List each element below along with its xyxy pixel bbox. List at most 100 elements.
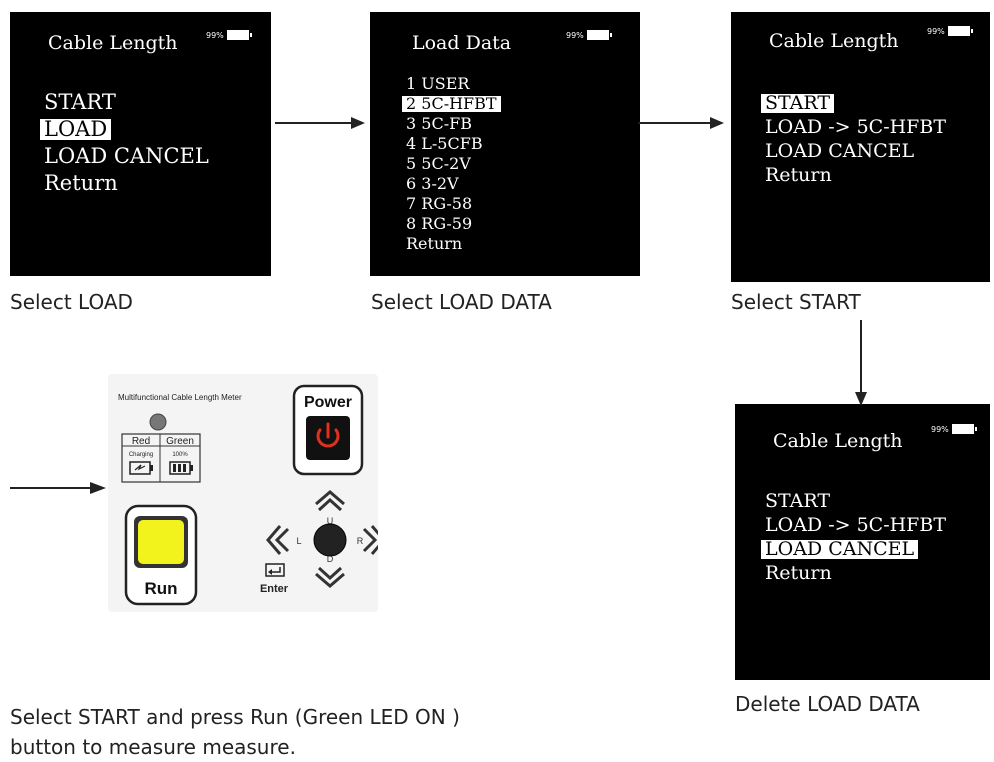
device-panel: Multifunctional Cable Length Meter Red G…: [108, 374, 378, 612]
menu-item-label: 5 5C-2V: [406, 154, 471, 173]
menu-item[interactable]: Return: [406, 236, 501, 256]
enter-label: Enter: [260, 583, 289, 595]
caption-select-start: Select START: [731, 290, 861, 314]
device-header: Multifunctional Cable Length Meter: [118, 393, 242, 402]
menu-item-label: Return: [765, 164, 832, 186]
screen-title: Cable Length: [48, 32, 178, 54]
battery-indicator: 99%: [206, 30, 252, 40]
battery-percent: 99%: [931, 424, 949, 434]
menu-item[interactable]: 7 RG-58: [406, 196, 501, 216]
battery-indicator: 99%: [566, 30, 612, 40]
battery-icon: [947, 26, 973, 36]
menu-item[interactable]: Return: [765, 166, 950, 190]
menu-item[interactable]: LOAD CANCEL: [761, 540, 950, 564]
menu-item-label: START: [761, 94, 835, 113]
menu-item-label: Return: [406, 234, 463, 253]
left-button[interactable]: L: [266, 525, 302, 555]
battery-icon: [951, 424, 977, 434]
caption-delete-load-data: Delete LOAD DATA: [735, 692, 920, 716]
battery-percent: 99%: [927, 26, 945, 36]
instruction-line-2: button to measure measure.: [10, 735, 296, 759]
screen-title: Cable Length: [769, 30, 899, 52]
menu-item-label: 4 L-5CFB: [406, 134, 483, 153]
down-label: D: [327, 554, 334, 564]
battery-icon: [226, 30, 252, 40]
menu-item-label: LOAD -> 5C-HFBT: [765, 514, 947, 536]
caption-select-load: Select LOAD: [10, 290, 133, 314]
menu-item[interactable]: 8 RG-59: [406, 216, 501, 236]
menu-item[interactable]: LOAD CANCEL: [44, 146, 213, 173]
menu-item[interactable]: 6 3-2V: [406, 176, 501, 196]
battery-icon: [586, 30, 612, 40]
menu-item[interactable]: Return: [765, 564, 950, 588]
menu-item[interactable]: Return: [44, 173, 213, 200]
right-label: R: [357, 536, 364, 546]
charging-battery-icon: [129, 461, 153, 475]
instruction-text: Select START and press Run (Green LED ON…: [10, 702, 460, 762]
menu-item[interactable]: 4 L-5CFB: [406, 136, 501, 156]
screen-title: Cable Length: [773, 430, 903, 452]
menu-item[interactable]: 5 5C-2V: [406, 156, 501, 176]
up-label: U: [327, 516, 334, 526]
menu-item-label: LOAD CANCEL: [44, 144, 209, 168]
menu-item[interactable]: 2 5C-HFBT: [402, 96, 501, 116]
power-icon: [316, 422, 340, 448]
menu-item[interactable]: LOAD -> 5C-HFBT: [765, 516, 950, 540]
menu-item[interactable]: START: [44, 92, 213, 119]
up-button[interactable]: U: [315, 490, 345, 526]
enter-button[interactable]: [313, 523, 347, 557]
down-button[interactable]: D: [315, 554, 345, 588]
battery-indicator: 99%: [927, 26, 973, 36]
status-led: [149, 413, 167, 431]
menu-item-label: 3 5C-FB: [406, 114, 472, 133]
menu-item[interactable]: 3 5C-FB: [406, 116, 501, 136]
menu-item[interactable]: START: [765, 492, 950, 516]
menu-item-label: START: [44, 90, 116, 114]
power-button[interactable]: Power: [292, 384, 364, 476]
full-label: 100%: [172, 452, 188, 458]
caption-select-load-data: Select LOAD DATA: [371, 290, 552, 314]
right-button[interactable]: R: [357, 525, 378, 555]
menu-item-label: LOAD CANCEL: [761, 540, 919, 559]
menu-item[interactable]: LOAD CANCEL: [765, 142, 950, 166]
menu-item[interactable]: 1 USER: [406, 76, 501, 96]
menu-item-label: LOAD: [40, 119, 112, 140]
device-panel-graphic: Multifunctional Cable Length Meter Red G…: [118, 384, 378, 606]
screen-title: Load Data: [412, 32, 512, 54]
menu-item-label: 2 5C-HFBT: [402, 96, 501, 112]
menu-item[interactable]: LOAD: [40, 119, 213, 146]
menu-item[interactable]: START: [761, 94, 950, 118]
battery-indicator: 99%: [931, 424, 977, 434]
menu-item-label: 1 USER: [406, 74, 470, 93]
battery-percent: 99%: [206, 30, 224, 40]
enter-icon: [265, 563, 285, 577]
menu-item-label: 7 RG-58: [406, 194, 473, 213]
charging-label: Charging: [129, 452, 153, 458]
full-battery-icon: [169, 461, 193, 475]
menu-item[interactable]: LOAD -> 5C-HFBT: [765, 118, 950, 142]
flow-arrow-1: [275, 117, 365, 129]
battery-percent: 99%: [566, 30, 584, 40]
menu-item-label: LOAD CANCEL: [765, 140, 915, 162]
menu-list: START LOAD LOAD CANCEL Return: [40, 92, 213, 200]
direction-pad: U D L R Enter: [260, 490, 378, 595]
menu-item-label: LOAD -> 5C-HFBT: [765, 116, 947, 138]
menu-item-label: Return: [44, 171, 118, 195]
led-green-label: Green: [166, 436, 194, 447]
menu-item-label: 6 3-2V: [406, 174, 459, 193]
menu-item-label: START: [765, 490, 831, 512]
menu-item-label: 8 RG-59: [406, 214, 473, 233]
flow-arrow-3: [855, 320, 867, 406]
run-button[interactable]: Run: [124, 504, 198, 606]
power-label: Power: [304, 394, 352, 411]
flow-arrow-2: [638, 117, 724, 129]
instruction-line-1: Select START and press Run (Green LED ON…: [10, 705, 460, 729]
flow-arrow-4: [10, 482, 106, 494]
screen-select-load: Cable Length 99% START LOAD LOAD CANCEL Ret…: [10, 12, 271, 276]
led-red-label: Red: [132, 436, 150, 447]
